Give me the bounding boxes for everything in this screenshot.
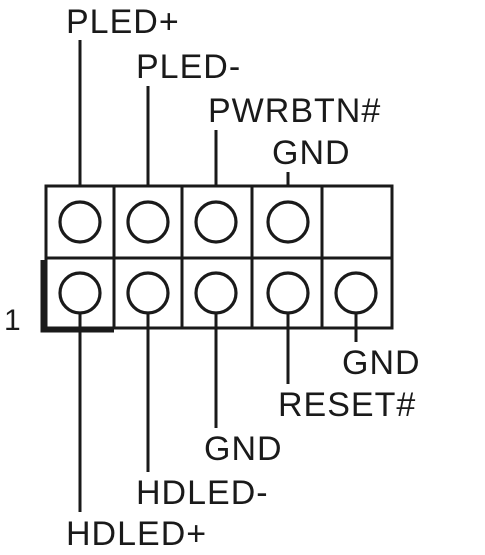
pin1-marker-text: 1 xyxy=(4,304,22,337)
label-pwrbtn: PWRBTN# xyxy=(208,92,381,130)
label-hdled-plus: HDLED+ xyxy=(66,515,207,553)
pin-reset xyxy=(266,271,310,315)
pin-hdled-minus xyxy=(126,271,170,315)
label-hdled-minus: HDLED- xyxy=(136,474,269,512)
pin1-marker-box xyxy=(40,260,114,333)
pin-gnd-top xyxy=(266,200,310,244)
label-pled-minus: PLED- xyxy=(136,48,241,86)
pin-pwrbtn xyxy=(194,200,238,244)
pin-pled-minus xyxy=(126,200,170,244)
label-pled-plus: PLED+ xyxy=(66,3,180,41)
label-gnd-bottom: GND xyxy=(204,430,283,468)
pin-pled-plus xyxy=(58,200,102,244)
pin-hdled-plus xyxy=(58,271,102,315)
label-reset: RESET# xyxy=(278,386,416,424)
pin-gnd-right xyxy=(334,271,378,315)
label-gnd-top: GND xyxy=(272,134,351,172)
label-gnd-right: GND xyxy=(342,344,421,382)
pin-gnd-bottom xyxy=(194,271,238,315)
